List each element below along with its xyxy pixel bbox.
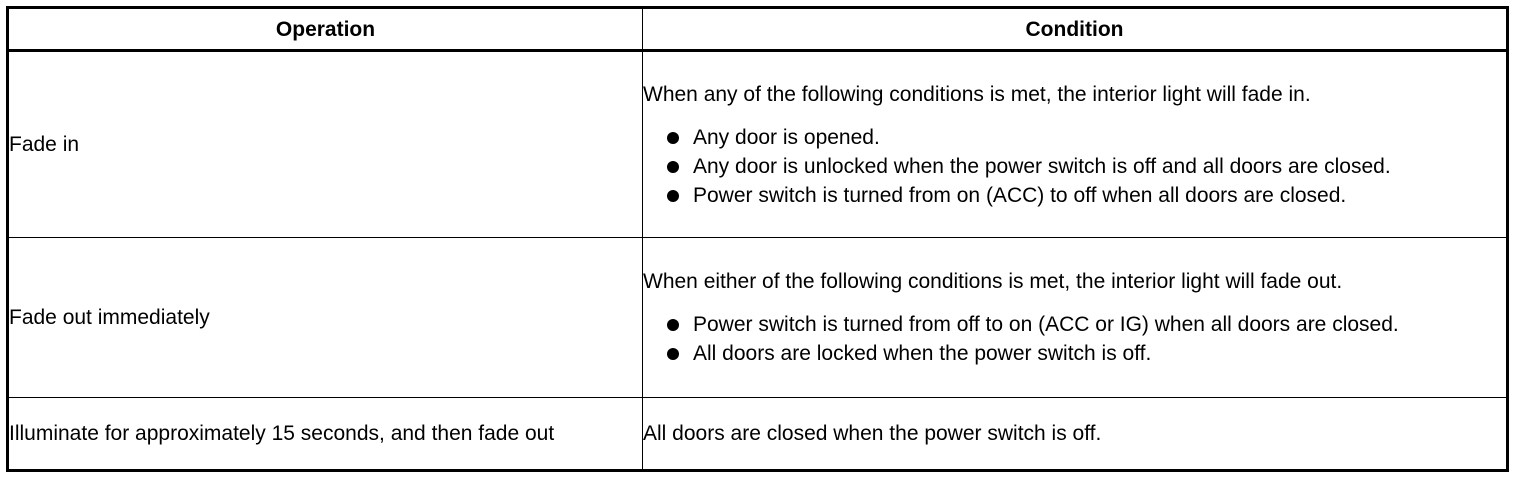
operation-cell: Fade out immediately [7,237,643,398]
column-header-condition: Condition [642,7,1508,52]
table-row: Illuminate for approximately 15 seconds,… [7,396,1508,472]
table-row: Fade out immediately When either of the … [7,237,1508,398]
condition-intro: When any of the following conditions is … [643,82,1311,106]
operation-cell: Fade in [7,49,643,239]
condition-item: Any door is opened. [667,123,1506,152]
condition-intro: When either of the following conditions … [643,270,1343,294]
condition-item: Power switch is turned from off to on (A… [667,310,1506,339]
condition-list: Any door is opened. Any door is unlocked… [643,123,1506,210]
condition-list: Power switch is turned from off to on (A… [643,310,1506,368]
table-body: Fade in When any of the following condit… [7,49,1508,472]
operation-cell: Illuminate for approximately 15 seconds,… [7,396,643,472]
condition-item: Power switch is turned from on (ACC) to … [667,181,1506,210]
table-row: Fade in When any of the following condit… [7,49,1508,239]
condition-item: Any door is unlocked when the power swit… [667,152,1506,181]
header-row: Operation Condition [7,7,1508,52]
column-header-operation: Operation [7,7,643,52]
operation-condition-table: Operation Condition Fade in When any of … [6,6,1509,472]
table-header: Operation Condition [7,7,1508,52]
condition-cell: When any of the following conditions is … [642,49,1508,239]
condition-cell: All doors are closed when the power swit… [642,396,1508,472]
condition-item: All doors are locked when the power swit… [667,339,1506,368]
condition-cell: When either of the following conditions … [642,237,1508,398]
condition-text: All doors are closed when the power swit… [643,421,1102,445]
